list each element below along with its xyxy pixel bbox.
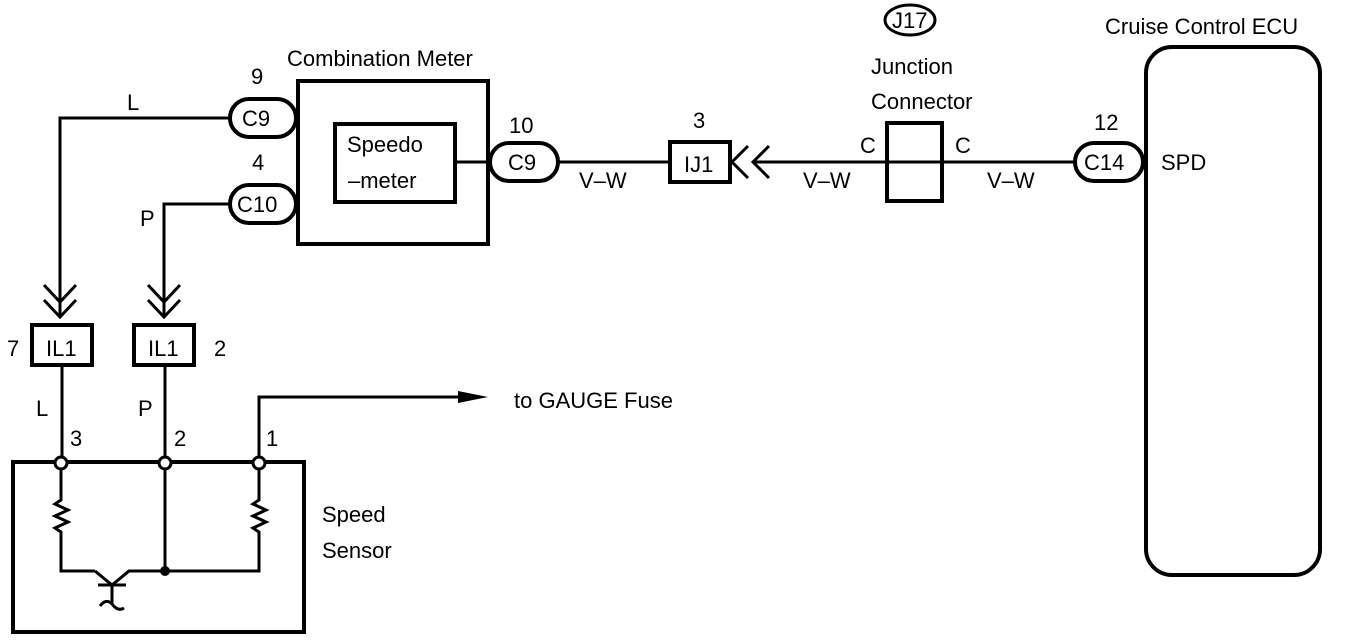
connector-c9-pin10: 10 C9	[488, 113, 560, 183]
connector-ij1-pin3: 3 IJ1	[668, 108, 732, 184]
connector-pill	[1073, 141, 1145, 183]
connector-pin-number: 3	[693, 108, 705, 133]
wire-l-upper	[58, 116, 230, 315]
connector-id: C10	[237, 192, 277, 217]
combination-meter: Combination Meter Speedo –meter	[287, 46, 490, 246]
connector-il1-pin2: IL1 2	[132, 323, 226, 367]
connector-c14-pin12: 12 C14	[1073, 110, 1145, 183]
terminal-icon	[157, 455, 173, 471]
junction-badge-label: J17	[892, 8, 927, 33]
connector-pin-number: 10	[509, 113, 533, 138]
sensor-pin-2: 2	[174, 426, 186, 451]
junction-right-label: C	[955, 133, 971, 158]
sensor-pin-1: 1	[266, 426, 278, 451]
resistor-icon	[165, 464, 270, 573]
sensor-pin-3: 3	[70, 426, 82, 451]
resistor-icon	[51, 464, 95, 573]
wire-label-vw-3: V–W	[987, 168, 1035, 193]
terminal-icon	[251, 455, 267, 471]
connector-il1-pin7: 7 IL1	[7, 323, 94, 367]
connector-pin-number: 12	[1094, 110, 1118, 135]
speed-sensor-title-line1: Speed	[322, 502, 386, 527]
junction-connector-j17: J17 Junction Connector C C	[860, 3, 973, 203]
connector-id: C14	[1084, 150, 1124, 175]
junction-title-line1: Junction	[871, 54, 953, 79]
wire-label-l-lower: L	[36, 396, 48, 421]
connector-id: IL1	[148, 336, 179, 361]
speedometer-label-line2: –meter	[348, 168, 416, 193]
chevron-down-icon	[42, 283, 78, 320]
connector-pin-number: 2	[214, 336, 226, 361]
connector-pin-number: 4	[252, 150, 264, 175]
speed-sensor-title-line2: Sensor	[322, 538, 392, 563]
junction-badge	[883, 3, 937, 37]
connector-box	[132, 323, 196, 367]
connector-id: C9	[508, 150, 536, 175]
junction-title-line2: Connector	[871, 89, 973, 114]
ecu-pin-label: SPD	[1161, 150, 1206, 175]
wire-label-p-upper: P	[140, 206, 155, 231]
connector-id: IL1	[46, 336, 77, 361]
speedometer-label-line1: Speedo	[347, 132, 423, 157]
junction-dot	[160, 566, 170, 576]
wire-label-vw-2: V–W	[803, 168, 851, 193]
arrow-right-icon	[458, 391, 488, 403]
chevron-down-icon	[146, 283, 182, 320]
junction-left-label: C	[860, 133, 876, 158]
wire-to-gauge-fuse	[257, 395, 470, 460]
terminal-icon	[53, 455, 69, 471]
cruise-control-ecu: Cruise Control ECU SPD	[1105, 14, 1322, 577]
connector-pin-number: 9	[251, 64, 263, 89]
wire-label-vw-1: V–W	[579, 168, 627, 193]
wire-p-upper	[162, 202, 230, 315]
connector-c10-pin4: 4 C10	[228, 150, 298, 225]
transistor-icon	[94, 569, 165, 611]
speed-sensor: 3 2 1 Speed Sensor	[11, 426, 392, 634]
connector-c9-pin9: 9 C9	[228, 64, 298, 139]
ecu-box	[1144, 45, 1322, 577]
combination-meter-title: Combination Meter	[287, 46, 473, 71]
ecu-title: Cruise Control ECU	[1105, 14, 1298, 39]
connector-pin-number: 7	[7, 336, 19, 361]
wire-label-l-upper: L	[127, 90, 139, 115]
speedometer-box	[333, 122, 457, 204]
connector-id: C9	[242, 106, 270, 131]
connector-id: IJ1	[684, 152, 713, 177]
wire-label-p-lower: P	[138, 396, 153, 421]
gauge-fuse-label: to GAUGE Fuse	[514, 388, 673, 413]
